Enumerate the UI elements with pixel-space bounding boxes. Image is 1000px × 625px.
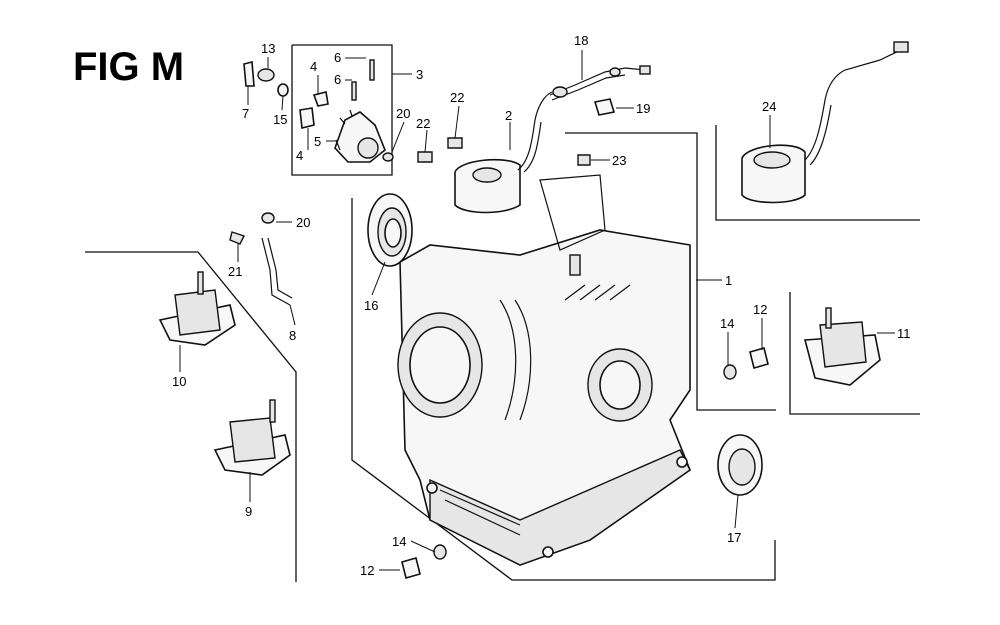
- sensor-assembly: [417, 91, 553, 214]
- callout-9: 9: [245, 504, 252, 519]
- callout-10: 10: [172, 374, 186, 389]
- callout-19: 19: [636, 101, 650, 116]
- callout-23: 23: [612, 153, 626, 168]
- callout-3: 3: [416, 67, 423, 82]
- figure-title: FIG M: [73, 45, 184, 89]
- callout-4-lower: 4: [296, 148, 303, 163]
- callout-5: 5: [314, 134, 321, 149]
- callout-17: 17: [727, 530, 741, 545]
- drain-bolt-lower: [401, 544, 447, 579]
- callout-21: 21: [228, 264, 242, 279]
- wire-harness: [549, 65, 651, 166]
- mount-10: [158, 271, 236, 346]
- callout-24: 24: [762, 99, 776, 114]
- callout-6-upper: 6: [334, 50, 341, 65]
- group-boundaries: [85, 44, 920, 582]
- drain-bolt-right: [723, 347, 769, 380]
- callout-14-right: 14: [720, 316, 734, 331]
- callout-1: 1: [725, 273, 732, 288]
- callout-20-upper: 20: [396, 106, 410, 121]
- callout-14-lower: 14: [392, 534, 406, 549]
- small-fasteners: [243, 60, 289, 97]
- callout-11: 11: [897, 326, 911, 341]
- callout-4-upper: 4: [310, 59, 317, 74]
- oil-seal: [717, 434, 763, 496]
- oil-level-switch: [741, 41, 909, 204]
- callout-7: 7: [242, 106, 249, 121]
- callout-20-lower: 20: [296, 215, 310, 230]
- crankcase: [397, 174, 691, 566]
- callout-16: 16: [364, 298, 378, 313]
- callout-12-lower: 12: [360, 563, 374, 578]
- callout-18: 18: [574, 33, 588, 48]
- bearing: [367, 193, 413, 267]
- callout-13: 13: [261, 41, 275, 56]
- breather-tube: [229, 212, 293, 306]
- callouts: 1 2 3 4 4 5 6 6 7 8 9 10 11 12 12 13 14 …: [172, 33, 911, 578]
- callout-15: 15: [273, 112, 287, 127]
- mount-9: [213, 399, 291, 476]
- callout-8: 8: [289, 328, 296, 343]
- mount-11: [803, 307, 881, 386]
- callout-22-left: 22: [416, 116, 430, 131]
- oil-pump-assembly: [299, 59, 394, 163]
- leader-lines: [179, 50, 895, 571]
- callout-6-lower: 6: [334, 72, 341, 87]
- callout-22-right: 22: [450, 90, 464, 105]
- callout-2: 2: [505, 108, 512, 123]
- callout-12-right: 12: [753, 302, 767, 317]
